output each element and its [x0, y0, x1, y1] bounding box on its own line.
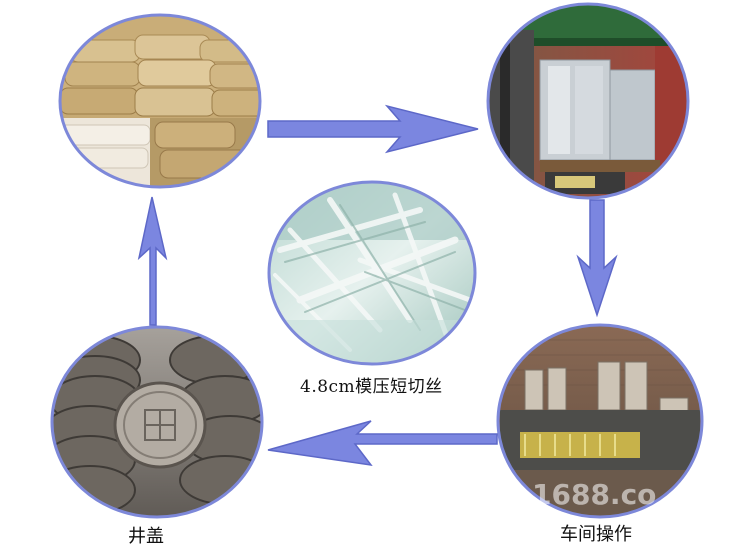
arrow-down [576, 199, 618, 318]
photo-chopped-fiber [267, 180, 477, 366]
photo-manhole-covers [50, 325, 264, 519]
arrow-up [137, 196, 168, 326]
photo-raw-material-sacks [58, 13, 262, 189]
arrow-left [267, 420, 498, 467]
bottom-left-caption: 井盖 [128, 526, 164, 547]
center-caption: 4.8cm模压短切丝 [300, 377, 443, 397]
arrow-right [267, 104, 479, 154]
photo-truck-loading [486, 2, 690, 200]
bottom-right-caption: 车间操作 [560, 524, 632, 545]
watermark: 1688.co [532, 478, 657, 511]
photo-workshop [496, 323, 704, 519]
